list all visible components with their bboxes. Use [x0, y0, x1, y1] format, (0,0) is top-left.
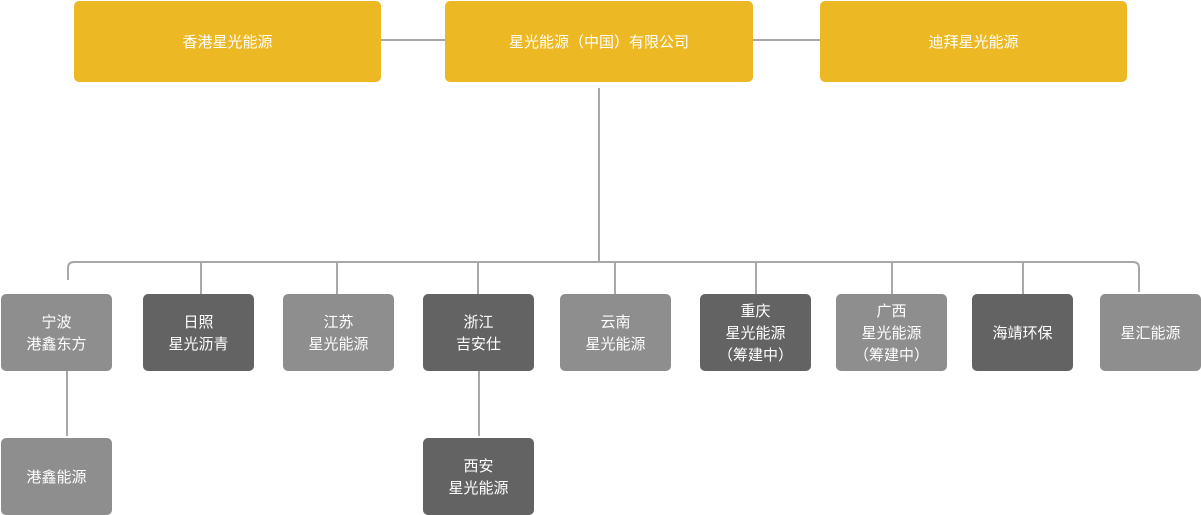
- box-label-line: 日照: [183, 312, 214, 331]
- subsidiary-box: 宁波港鑫东方: [1, 294, 112, 371]
- box-label-line: 西安: [463, 456, 494, 475]
- box-label-line: 星汇能源: [1120, 323, 1181, 342]
- box-label-line: 星光沥青: [168, 334, 229, 353]
- subsidiary-box: 重庆星光能源 （筹建中）: [700, 294, 811, 371]
- dubai-entity-label: 迪拜星光能源: [928, 32, 1019, 51]
- box-label-line: 吉安仕: [455, 334, 501, 353]
- box-label-line: 星光能源: [448, 478, 509, 497]
- box-label-line: 云南: [600, 312, 631, 331]
- child-box: 港鑫能源: [1, 438, 112, 515]
- box-label-line: （筹建中）: [717, 345, 793, 364]
- box-label-line: 港鑫东方: [26, 334, 87, 353]
- box-label-line: 星光能源: [725, 323, 786, 342]
- box-label-line: 广西: [876, 301, 907, 320]
- subsidiary-box: 云南星光能源: [560, 294, 671, 371]
- subsidiary-box: 广西星光能源 （筹建中）: [836, 294, 947, 371]
- box-label-line: 星光能源: [861, 323, 922, 342]
- box-label-line: 海靖环保: [992, 323, 1053, 342]
- dubai-entity-box: 迪拜星光能源: [820, 1, 1127, 82]
- box-label-line: 港鑫能源: [26, 467, 87, 486]
- connector-bus: [67, 261, 1140, 292]
- box-label-line: 星光能源: [585, 334, 646, 353]
- box-label-line: 江苏: [323, 312, 354, 331]
- subsidiary-box: 海靖环保: [972, 294, 1073, 371]
- subsidiary-box: 日照星光沥青: [143, 294, 254, 371]
- box-label-line: （筹建中）: [853, 345, 929, 364]
- box-label-line: 浙江: [463, 312, 494, 331]
- parent-company-box: 星光能源（中国）有限公司: [445, 1, 753, 82]
- child-box: 西安星光能源: [423, 438, 534, 515]
- subsidiary-box: 江苏星光能源: [283, 294, 394, 371]
- box-label-line: 宁波: [41, 312, 72, 331]
- subsidiary-box: 星汇能源: [1100, 294, 1201, 371]
- box-label-line: 重庆: [740, 301, 771, 320]
- hong-kong-entity-box: 香港星光能源: [74, 1, 381, 82]
- parent-company-label: 星光能源（中国）有限公司: [508, 32, 689, 51]
- hong-kong-entity-label: 香港星光能源: [182, 32, 273, 51]
- subsidiary-box: 浙江吉安仕: [423, 294, 534, 371]
- box-label-line: 星光能源: [308, 334, 369, 353]
